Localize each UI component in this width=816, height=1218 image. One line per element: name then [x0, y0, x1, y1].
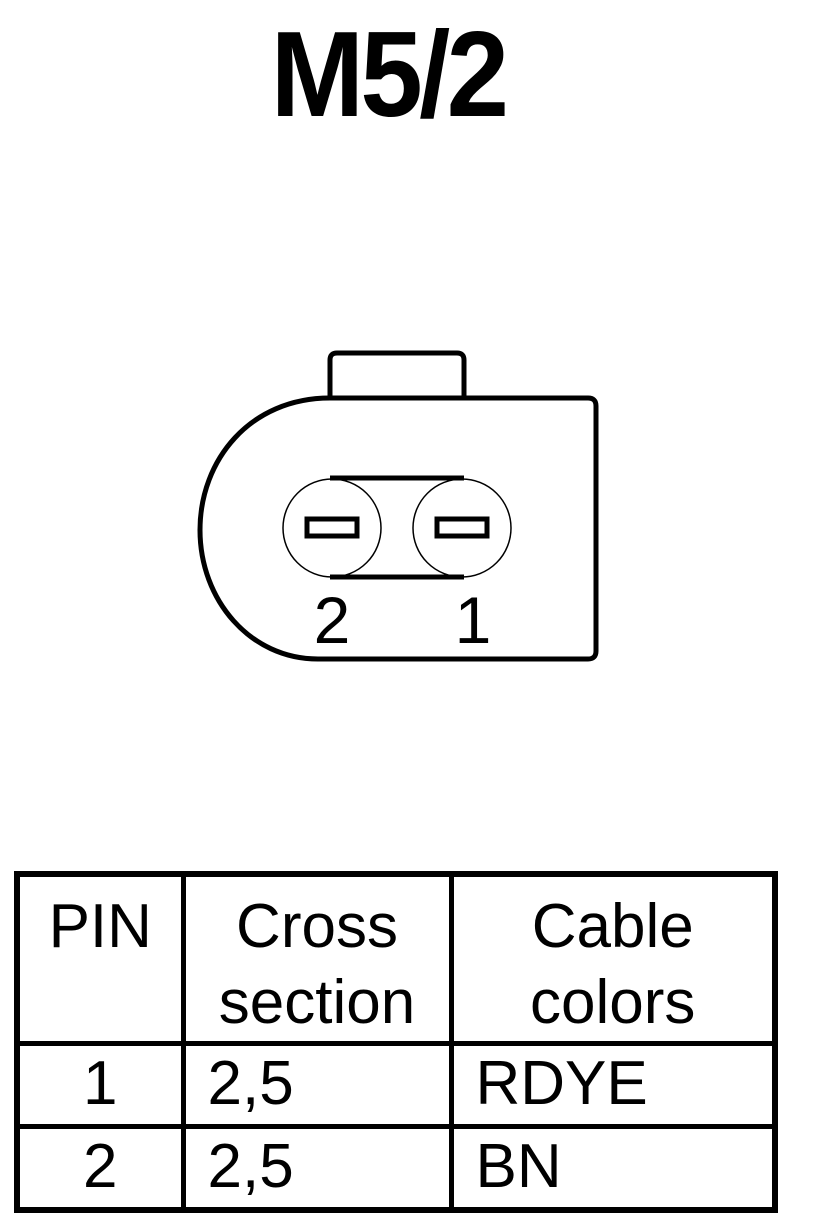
- connector-latch: [327, 350, 467, 398]
- cell-cable-color: BN: [448, 1124, 778, 1213]
- connector-diagram: 2 1: [197, 350, 599, 662]
- pin-2-contact: [304, 516, 360, 539]
- connector-title: M5/2: [270, 6, 509, 142]
- cell-cable-color: RDYE: [448, 1041, 778, 1129]
- table-row: 1 2,5 RDYE: [14, 1041, 778, 1129]
- pin-2-circle: [282, 478, 382, 578]
- table-header-row: PIN Cross section Cable colors: [14, 871, 778, 1046]
- pin-label-2: 2: [314, 583, 351, 657]
- connector-housing: [197, 395, 599, 662]
- header-cross-section: Cross section: [180, 871, 454, 1046]
- header-pin: PIN: [14, 871, 186, 1046]
- pin-1-circle: [412, 478, 512, 578]
- cell-pin: 2: [14, 1124, 186, 1213]
- cell-pin: 1: [14, 1041, 186, 1129]
- table-row: 2 2,5 BN: [14, 1124, 778, 1213]
- pin-1-contact: [434, 516, 490, 539]
- pin-assignment-table: PIN Cross section Cable colors 1 2,5 RDY…: [14, 871, 778, 1213]
- cell-cross-section: 2,5: [180, 1041, 454, 1129]
- header-cable-colors: Cable colors: [448, 871, 778, 1046]
- pin-label-1: 1: [455, 583, 492, 657]
- cell-cross-section: 2,5: [180, 1124, 454, 1213]
